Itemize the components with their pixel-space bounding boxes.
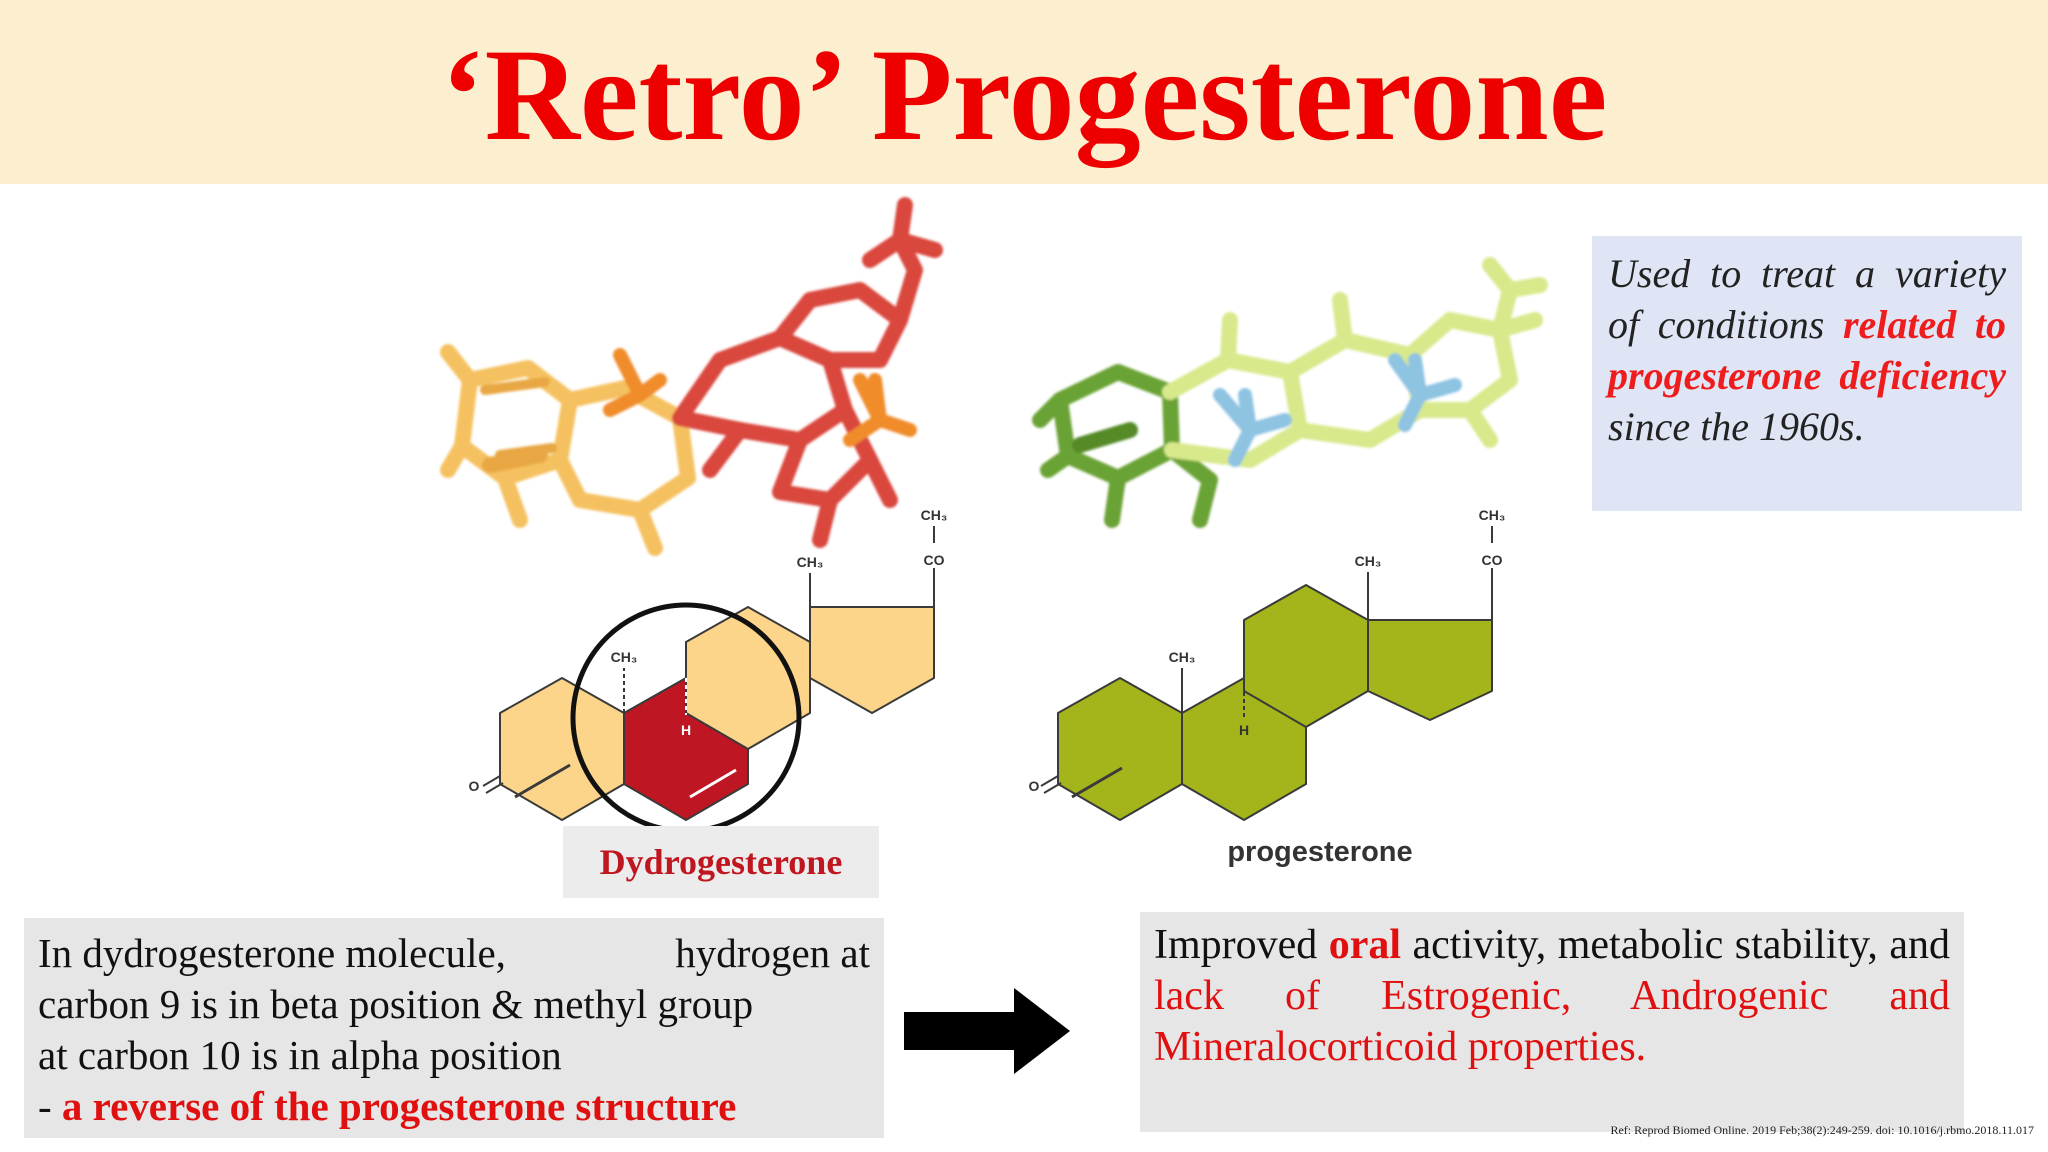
hydrogen-label: H	[681, 722, 691, 738]
note-line-3: at carbon 10 is in alpha position	[38, 1032, 562, 1078]
usage-text: Used to treat a variety of conditions	[1608, 251, 2006, 347]
usage-highlight: related to progesterone deficiency	[1608, 302, 2006, 398]
oxygen-label: O	[1029, 778, 1040, 794]
page-title: ‘Retro’ Progesterone	[440, 21, 1608, 168]
oxygen-label: O	[469, 778, 480, 794]
ring-d	[1367, 619, 1493, 721]
title-banner	[0, 0, 2048, 184]
ring-a	[1057, 677, 1183, 821]
reference-citation: Ref: Reprod Biomed Online. 2019 Feb;38(2…	[1610, 1123, 2034, 1137]
progesterone-3d-model	[1032, 257, 1548, 528]
benefit-text-mid: activity, metabolic stability, and	[1401, 922, 1950, 968]
note-line-2: carbon 9 is in beta position & methyl gr…	[38, 981, 754, 1027]
dydrogesterone-skeleton: CH₃ CO CH₃ CH₃ H O	[469, 507, 948, 834]
ch3-label: CH₃	[1355, 553, 1382, 569]
co-label: CO	[1482, 552, 1503, 568]
benefit-text: Improved	[1154, 922, 1329, 968]
co-label: CO	[924, 552, 945, 568]
structure-note-box: In dydrogesterone molecule, hydrogen at c…	[24, 918, 884, 1138]
note-dash: -	[38, 1083, 62, 1129]
ch3-label: CH₃	[611, 649, 638, 665]
ch3-label: CH₃	[1169, 649, 1196, 665]
dydrogesterone-caption-box	[563, 826, 879, 898]
benefit-oral: oral	[1328, 922, 1402, 968]
note-highlight: a reverse of the progesterone structure	[61, 1083, 737, 1129]
ch3-label: CH₃	[1479, 507, 1506, 523]
dydrogesterone-3d-model	[440, 197, 943, 556]
note-line-1b: hydrogen at	[675, 930, 870, 976]
ring-d	[809, 606, 935, 714]
benefits-note-box: Improved oral activity, metabolic stabil…	[1140, 912, 1964, 1132]
progesterone-caption: progesterone	[1227, 836, 1413, 868]
ch3-label: CH₃	[797, 554, 824, 570]
right-arrow-icon	[904, 988, 1070, 1074]
progesterone-skeleton: CH₃ CO CH₃ CH₃ H O	[1029, 507, 1506, 821]
note-line-1a: In dydrogesterone molecule,	[38, 930, 506, 976]
dydrogesterone-caption: Dydrogesterone	[599, 842, 843, 882]
hydrogen-label: H	[1239, 722, 1249, 738]
benefit-lack: lack of Estrogenic, Androgenic and Miner…	[1154, 973, 1950, 1070]
usage-text-end: since the 1960s.	[1608, 404, 1865, 449]
ch3-label: CH₃	[921, 507, 948, 523]
usage-info-box: Used to treat a variety of conditions re…	[1592, 236, 2022, 511]
